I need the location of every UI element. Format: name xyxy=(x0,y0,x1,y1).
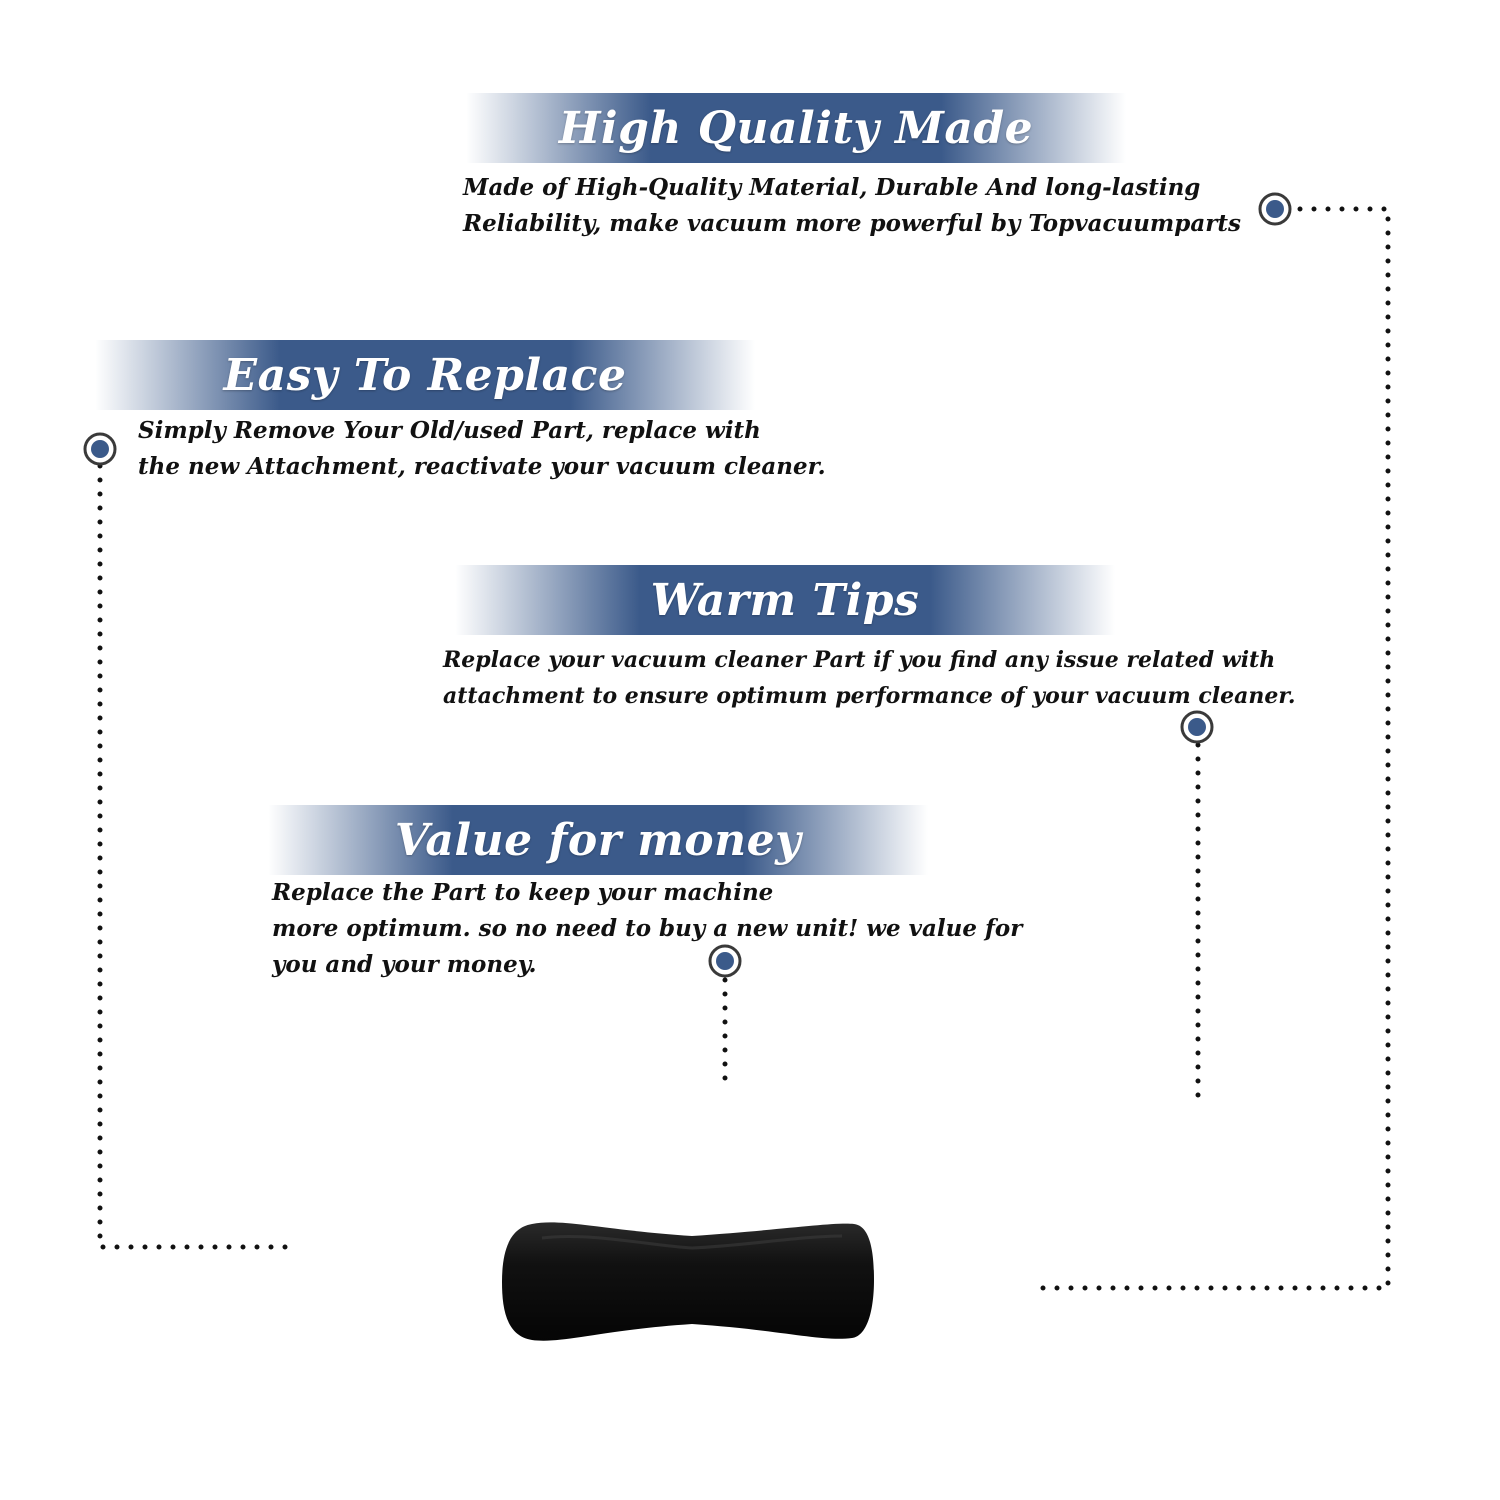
connector-easy-replace xyxy=(97,463,299,1250)
section-desc-value-money: Replace the Part to keep your machine mo… xyxy=(272,879,1023,978)
marker-warm-tips xyxy=(1180,710,1214,744)
marker-easy-replace xyxy=(83,432,117,466)
section-title-warm-tips: Warm Tips xyxy=(650,574,920,626)
handle-grip-image xyxy=(502,1222,874,1341)
section-title-value-money: Value for money xyxy=(394,814,802,866)
banner-warm-tips: Warm Tips xyxy=(455,565,1115,635)
banner-high-quality: High Quality Made xyxy=(466,93,1126,163)
banner-easy-replace: Easy To Replace xyxy=(95,340,755,410)
banner-value-money: Value for money xyxy=(268,805,928,875)
section-title-easy-replace: Easy To Replace xyxy=(223,349,627,401)
section-desc-warm-tips: Replace your vacuum cleaner Part if you … xyxy=(443,647,1296,709)
connector-high-quality xyxy=(1035,206,1391,1291)
marker-value-money xyxy=(708,944,742,978)
section-desc-high-quality: Made of High-Quality Material, Durable A… xyxy=(463,174,1241,237)
section-desc-easy-replace: Simply Remove Your Old/used Part, replac… xyxy=(138,417,826,480)
marker-high-quality xyxy=(1258,192,1292,226)
section-title-high-quality: High Quality Made xyxy=(558,102,1034,154)
